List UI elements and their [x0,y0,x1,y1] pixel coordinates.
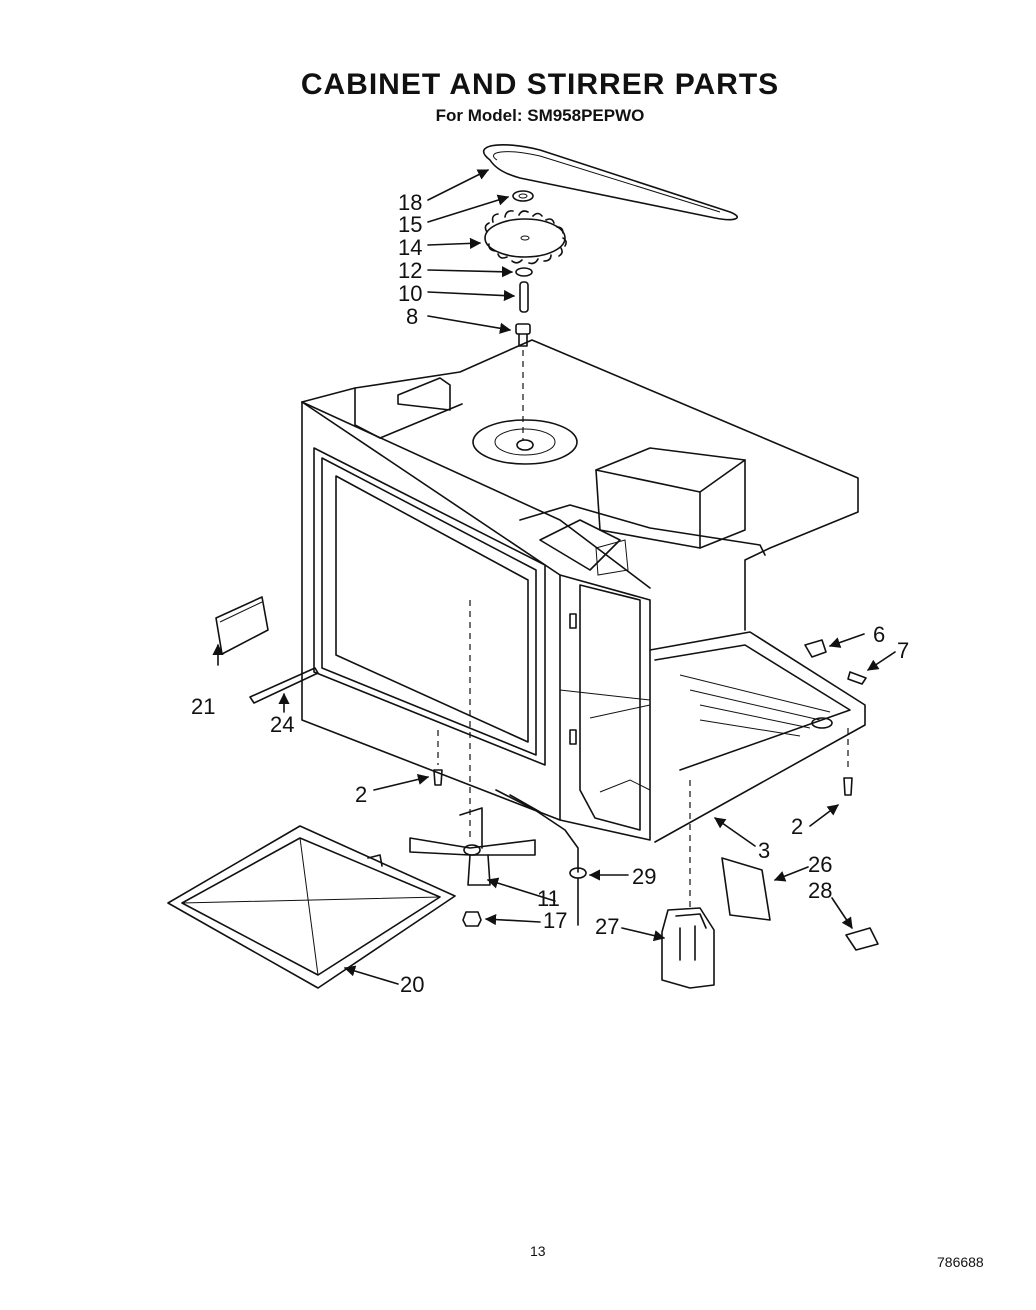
cabinet-base [559,631,866,843]
callout-15: 15 [398,212,422,237]
callout-20: 20 [400,972,424,997]
cabinet-top [301,339,859,631]
callout-3: 3 [758,838,770,863]
shaft-part [519,281,529,313]
switch-assembly-part [661,780,715,989]
stirrer-gear-part [484,210,567,265]
belt-part [482,144,738,221]
cabinet-front-frame [301,401,651,841]
callout-26: 26 [808,852,832,877]
callout-24: 24 [270,712,294,737]
small-washer-part [515,267,533,277]
callout-18: 18 [398,190,422,215]
fan-blade-part [409,600,536,886]
nut-part [462,911,482,927]
clip-part [845,927,879,951]
callout-28: 28 [808,878,832,903]
callout-17: 17 [543,908,567,933]
callout-12: 12 [398,258,422,283]
washer-part [512,190,534,202]
latch-part [804,639,827,658]
model-subtitle: For Model: SM958PEPWO [435,106,645,125]
screw-left-part [433,730,443,786]
document-code: 786688 [937,1254,984,1270]
callout-2-left: 2 [355,782,367,807]
callout-8: 8 [406,304,418,329]
callout-11: 11 [537,886,560,911]
probe-part [495,789,587,926]
shield-part [721,857,771,921]
page-title: CABINET AND STIRRER PARTS [300,68,780,101]
callout-6: 6 [873,622,885,647]
bracket-part [249,667,319,704]
callout-29: 29 [632,864,656,889]
bushing-part [515,323,531,347]
base-plate-part [167,825,456,989]
callout-7: 7 [897,638,909,663]
callout-27: 27 [595,914,619,939]
page-number: 13 [530,1243,546,1259]
cover-plate-part [215,596,269,655]
callout-21: 21 [191,694,215,719]
screw-right-part [843,728,853,796]
leader-lines [212,169,896,985]
screw-part [847,671,867,685]
callout-10: 10 [398,281,422,306]
callout-14: 14 [398,235,422,260]
callout-2-right: 2 [791,814,803,839]
